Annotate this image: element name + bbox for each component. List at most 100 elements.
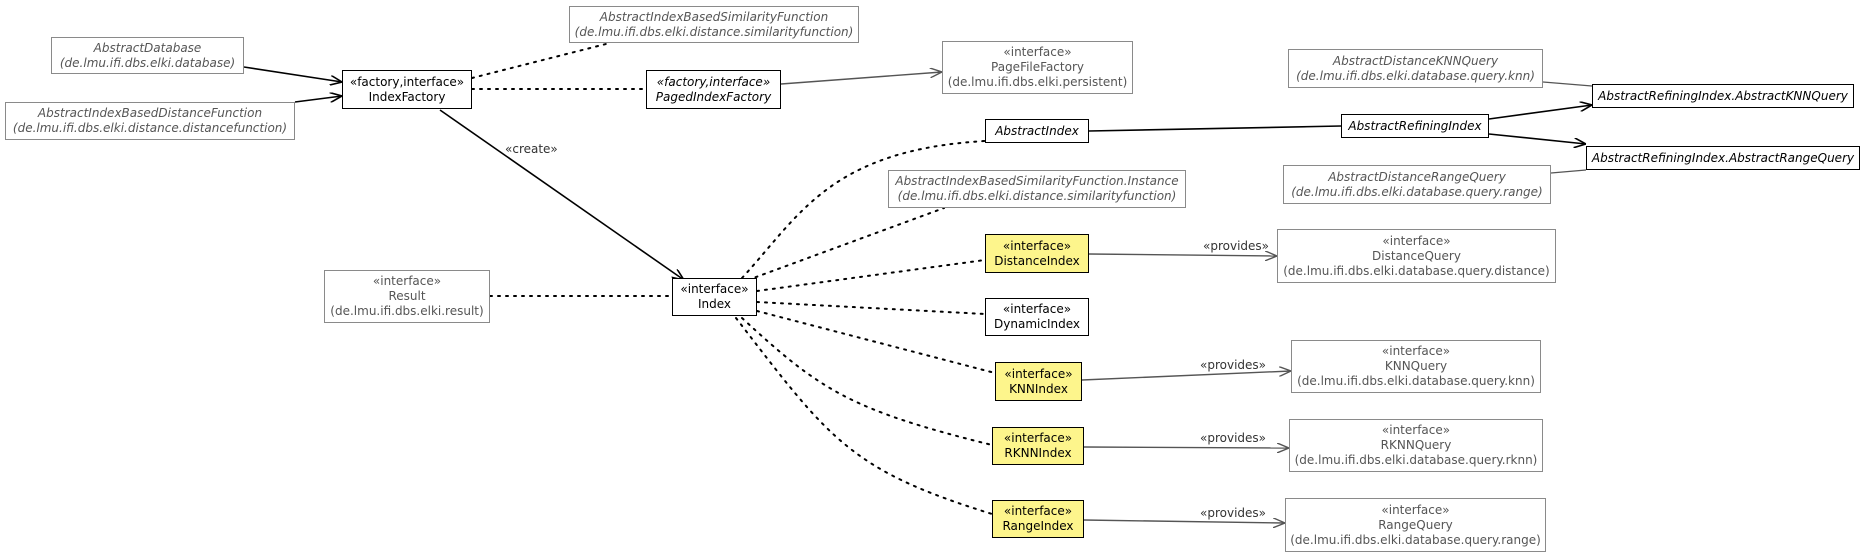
edge-index-similarityinstance xyxy=(747,207,945,281)
class-name: PagedIndexFactory xyxy=(655,89,772,104)
rknn-query-interface[interactable]: «interface» RKNNQuery (de.lmu.ifi.dbs.el… xyxy=(1289,419,1543,472)
edge-refining-knnquery xyxy=(1488,105,1592,120)
class-name: AbstractDistanceRangeQuery xyxy=(1328,169,1506,184)
class-name: Result xyxy=(388,289,426,303)
stereotype: «interface» xyxy=(1381,344,1451,358)
package-name: (de.lmu.ifi.dbs.elki.distance.distancefu… xyxy=(12,121,288,135)
stereotype: «interface» xyxy=(1003,504,1073,518)
abstract-index-class[interactable]: AbstractIndex xyxy=(985,119,1089,143)
class-name: DynamicIndex xyxy=(994,317,1080,331)
abstract-index-based-distance-function-class[interactable]: AbstractIndexBasedDistanceFunction (de.l… xyxy=(5,102,295,140)
edge-rknnindex-provides xyxy=(1083,447,1289,448)
class-name: DistanceIndex xyxy=(994,253,1080,268)
class-name: KNNQuery xyxy=(1384,359,1448,373)
knn-query-interface[interactable]: «interface» KNNQuery (de.lmu.ifi.dbs.elk… xyxy=(1291,340,1541,393)
edge-index-knnindex xyxy=(756,310,996,374)
stereotype: «factory,interface» xyxy=(656,74,771,89)
package-name: (de.lmu.ifi.dbs.elki.database) xyxy=(59,55,236,70)
class-name: IndexFactory xyxy=(368,89,446,104)
package-name: (de.lmu.ifi.dbs.elki.database.query.dist… xyxy=(1283,263,1550,278)
class-name: RKNNQuery xyxy=(1380,438,1452,452)
package-name: (de.lmu.ifi.dbs.elki.database.query.knn) xyxy=(1297,374,1535,388)
distance-index-interface[interactable]: «interface» DistanceIndex xyxy=(985,234,1089,273)
rknn-index-interface[interactable]: «interface» RKNNIndex xyxy=(992,427,1084,465)
class-name: AbstractIndexBasedDistanceFunction xyxy=(37,106,263,120)
create-label: «create» xyxy=(505,142,558,156)
stereotype: «interface» xyxy=(1002,238,1072,253)
package-name: (de.lmu.ifi.dbs.elki.result) xyxy=(330,304,484,318)
package-name: (de.lmu.ifi.dbs.elki.distance.similarity… xyxy=(574,24,854,39)
stereotype: «interface» xyxy=(1003,431,1073,445)
class-name: PageFileFactory xyxy=(991,60,1084,74)
edge-abstractdatabase-indexfactory xyxy=(243,66,342,82)
package-name: (de.lmu.ifi.dbs.elki.database.query.rang… xyxy=(1291,184,1543,199)
abstract-refining-index-range-query-class[interactable]: AbstractRefiningIndex.AbstractRangeQuery xyxy=(1586,146,1860,170)
class-name: RangeIndex xyxy=(1002,519,1074,533)
edge-index-rangeindex xyxy=(735,317,993,515)
edge-index-dynamicindex xyxy=(756,301,986,315)
edge-abstractindex-abstractrefiningindex xyxy=(1088,125,1342,132)
stereotype: «factory,interface» xyxy=(349,74,465,89)
class-name: AbstractDatabase xyxy=(93,40,202,55)
paged-index-factory-interface[interactable]: «factory,interface» PagedIndexFactory xyxy=(646,70,781,109)
similarity-function-instance-class[interactable]: AbstractIndexBasedSimilarityFunction.Ins… xyxy=(888,170,1186,208)
stereotype: «interface» xyxy=(680,282,749,296)
distance-query-interface[interactable]: «interface» DistanceQuery (de.lmu.ifi.db… xyxy=(1277,229,1556,283)
class-name: KNNIndex xyxy=(1009,381,1068,396)
index-factory-interface[interactable]: «factory,interface» IndexFactory xyxy=(342,70,472,109)
abstract-index-based-similarity-function-class[interactable]: AbstractIndexBasedSimilarityFunction (de… xyxy=(569,6,859,43)
edge-index-rknnindex xyxy=(741,317,993,446)
range-index-interface[interactable]: «interface» RangeIndex xyxy=(992,500,1084,538)
class-name: AbstractDistanceKNNQuery xyxy=(1332,53,1499,68)
edge-knnindex-provides xyxy=(1081,371,1291,381)
stereotype: «interface» xyxy=(372,274,442,288)
abstract-distance-range-query-class[interactable]: AbstractDistanceRangeQuery (de.lmu.ifi.d… xyxy=(1283,165,1551,204)
class-name: AbstractRefiningIndex.AbstractKNNQuery xyxy=(1598,88,1848,103)
package-name: (de.lmu.ifi.dbs.elki.database.query.rknn… xyxy=(1294,453,1538,467)
edge-indexfactory-similarityfunction xyxy=(471,43,607,79)
result-interface[interactable]: «interface» Result (de.lmu.ifi.dbs.elki.… xyxy=(324,270,490,323)
class-name: AbstractRefiningIndex xyxy=(1348,118,1482,133)
edge-rangequery-link xyxy=(1550,169,1587,174)
abstract-refining-index-class[interactable]: AbstractRefiningIndex xyxy=(1341,114,1489,138)
index-interface[interactable]: «interface» Index xyxy=(672,278,757,316)
provides-label-distance: «provides» xyxy=(1203,239,1269,253)
stereotype: «interface» xyxy=(1381,502,1450,517)
dynamic-index-interface[interactable]: «interface» DynamicIndex xyxy=(985,298,1089,336)
edge-indexfactory-index-create xyxy=(439,109,684,280)
edge-knnquery-link xyxy=(1542,81,1593,87)
stereotype: «interface» xyxy=(1382,233,1451,248)
edge-pagedindexfactory-pagefilefactory xyxy=(780,72,942,85)
class-name: Index xyxy=(697,297,732,311)
package-name: (de.lmu.ifi.dbs.elki.database.query.knn) xyxy=(1296,68,1535,83)
class-name: DistanceQuery xyxy=(1372,248,1461,263)
edge-distanceindex-provides xyxy=(1088,254,1277,256)
knn-index-interface[interactable]: «interface» KNNIndex xyxy=(995,362,1082,401)
class-name: AbstractIndex xyxy=(995,123,1079,138)
edge-index-abstractindex xyxy=(741,140,986,279)
abstract-distance-knn-query-class[interactable]: AbstractDistanceKNNQuery (de.lmu.ifi.dbs… xyxy=(1288,49,1543,88)
class-name: AbstractIndexBasedSimilarityFunction.Ins… xyxy=(895,174,1179,188)
provides-label-rknn: «provides» xyxy=(1200,431,1266,445)
abstract-database-class[interactable]: AbstractDatabase (de.lmu.ifi.dbs.elki.da… xyxy=(51,37,244,74)
provides-label-range: «provides» xyxy=(1200,506,1266,520)
edge-distancefunction-indexfactory xyxy=(294,96,342,103)
class-name: AbstractRefiningIndex.AbstractRangeQuery xyxy=(1591,150,1855,165)
package-name: (de.lmu.ifi.dbs.elki.database.query.rang… xyxy=(1290,532,1541,547)
page-file-factory-interface[interactable]: «interface» PageFileFactory (de.lmu.ifi.… xyxy=(942,41,1133,94)
abstract-refining-index-knn-query-class[interactable]: AbstractRefiningIndex.AbstractKNNQuery xyxy=(1592,84,1854,108)
class-name: AbstractIndexBasedSimilarityFunction xyxy=(599,9,829,24)
stereotype: «interface» xyxy=(1381,423,1451,437)
package-name: (de.lmu.ifi.dbs.elki.distance.similarity… xyxy=(897,189,1177,203)
edge-refining-rangequery xyxy=(1488,133,1586,144)
stereotype: «interface» xyxy=(1004,366,1073,381)
edge-index-distanceindex xyxy=(756,259,986,292)
class-name: RKNNIndex xyxy=(1004,446,1072,460)
class-name: RangeQuery xyxy=(1378,517,1453,532)
stereotype: «interface» xyxy=(1002,302,1072,316)
edge-rangeindex-provides xyxy=(1083,520,1285,523)
stereotype: «interface» xyxy=(1003,45,1072,59)
range-query-interface[interactable]: «interface» RangeQuery (de.lmu.ifi.dbs.e… xyxy=(1285,498,1546,552)
package-name: (de.lmu.ifi.dbs.elki.persistent) xyxy=(947,75,1128,89)
